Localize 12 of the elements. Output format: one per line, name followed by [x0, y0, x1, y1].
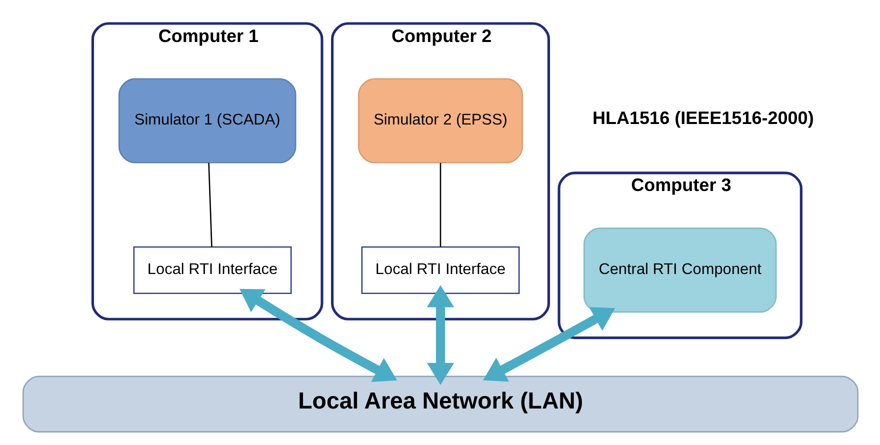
connector — [439, 162, 441, 247]
node-box: Central RTI Component — [582, 228, 776, 313]
node-box: Local RTI Interface — [360, 246, 520, 294]
arrow — [239, 288, 397, 382]
label: HLA1516 (IEEE1516-2000) — [592, 108, 814, 128]
node-box: Simulator 1 (SCADA) — [118, 78, 296, 164]
connector — [208, 162, 212, 247]
node-box: Local Area Network (LAN) — [22, 376, 858, 432]
node-box: Local RTI Interface — [132, 246, 292, 294]
node-box: Simulator 2 (EPSS) — [358, 78, 522, 164]
arrow — [426, 285, 454, 385]
arrow — [482, 307, 615, 382]
